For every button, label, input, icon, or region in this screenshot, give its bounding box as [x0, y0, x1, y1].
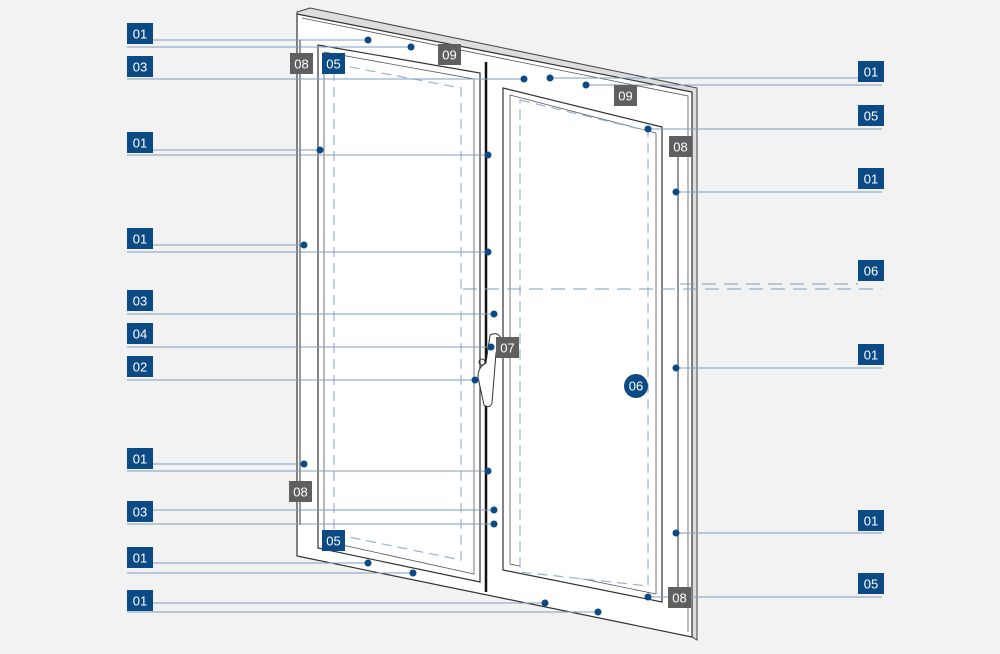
svg-text:01: 01	[864, 65, 878, 80]
svg-text:01: 01	[133, 594, 147, 609]
label-03: 03	[127, 56, 153, 77]
label-02: 02	[127, 356, 153, 377]
svg-text:01: 01	[133, 136, 147, 151]
callout-dots	[300, 36, 680, 616]
svg-text:05: 05	[864, 577, 878, 592]
tag-09: 09	[438, 44, 461, 65]
left-labels: 01 03 01 01 03 04 02 01 03 01 01	[127, 23, 153, 611]
svg-text:01: 01	[864, 348, 878, 363]
window-drawing	[296, 7, 698, 641]
label-01: 01	[858, 344, 884, 365]
svg-text:01: 01	[864, 514, 878, 529]
label-01: 01	[127, 448, 153, 469]
svg-text:02: 02	[133, 360, 147, 375]
tag-08: 08	[290, 53, 313, 74]
svg-text:06: 06	[629, 379, 643, 394]
label-01: 01	[127, 228, 153, 249]
svg-text:08: 08	[294, 57, 308, 72]
tag-08: 08	[669, 136, 692, 157]
tag-05: 05	[322, 53, 345, 74]
svg-text:08: 08	[673, 140, 687, 155]
tag-08: 08	[289, 481, 312, 502]
svg-text:08: 08	[672, 591, 686, 606]
label-05: 05	[858, 105, 884, 126]
label-03: 03	[127, 501, 153, 522]
svg-text:05: 05	[864, 109, 878, 124]
svg-text:03: 03	[133, 60, 147, 75]
label-05: 05	[858, 573, 884, 594]
svg-text:01: 01	[133, 232, 147, 247]
glass-badge-06: 06	[624, 374, 648, 398]
svg-text:01: 01	[133, 551, 147, 566]
label-03: 03	[127, 290, 153, 311]
label-01: 01	[127, 547, 153, 568]
svg-text:09: 09	[618, 89, 632, 104]
svg-text:01: 01	[864, 172, 878, 187]
label-01: 01	[127, 590, 153, 611]
right-glass	[519, 99, 649, 587]
label-01: 01	[858, 61, 884, 82]
svg-text:08: 08	[293, 485, 307, 500]
tag-05: 05	[322, 530, 345, 551]
svg-text:01: 01	[133, 27, 147, 42]
label-04: 04	[127, 323, 153, 344]
svg-text:09: 09	[442, 48, 456, 63]
label-06: 06	[858, 260, 884, 281]
drawing-tags: 08 05 09 09 08 07 08 05 08 06	[289, 44, 692, 608]
label-01: 01	[127, 23, 153, 44]
label-01: 01	[858, 510, 884, 531]
svg-text:06: 06	[864, 264, 878, 279]
svg-text:07: 07	[500, 341, 514, 356]
left-glass	[333, 63, 462, 561]
svg-text:05: 05	[326, 57, 340, 72]
right-labels: 01 05 01 06 01 01 05	[858, 61, 884, 594]
svg-text:03: 03	[133, 505, 147, 520]
label-01: 01	[127, 132, 153, 153]
svg-text:01: 01	[133, 452, 147, 467]
label-01: 01	[858, 168, 884, 189]
svg-text:04: 04	[133, 327, 147, 342]
svg-text:05: 05	[326, 534, 340, 549]
tag-07: 07	[496, 337, 519, 358]
tag-08: 08	[668, 587, 691, 608]
tag-09: 09	[614, 85, 637, 106]
svg-text:03: 03	[133, 294, 147, 309]
